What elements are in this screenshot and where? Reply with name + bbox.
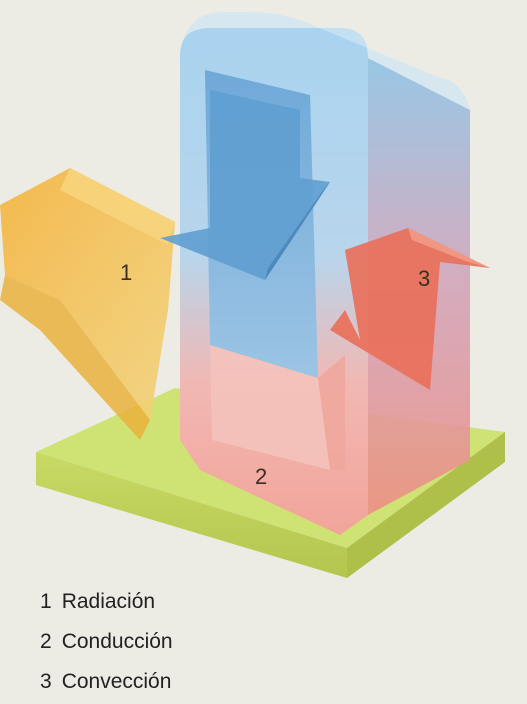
legend-number: 2 [40,630,52,653]
base-side [347,432,505,578]
legend-number: 1 [40,590,52,613]
radiation-arrow [0,168,175,440]
legend-number: 3 [40,670,52,693]
legend-item: 2 Conducción [40,622,173,662]
legend-label: Radiación [61,590,156,613]
legend-item: 1 Radiación [40,582,173,622]
legend-item: 3 Convección [40,662,173,702]
hot-arrow [330,228,490,390]
marker-conduction: 2 [255,464,268,489]
legend: 1 Radiación 2 Conducción 3 Convección [40,582,173,702]
legend-label: Convección [61,670,172,693]
marker-convection: 3 [418,266,431,291]
base-front [36,452,347,578]
cold-arrow [160,90,330,280]
legend-label: Conducción [61,630,173,653]
marker-radiation: 1 [120,260,133,285]
